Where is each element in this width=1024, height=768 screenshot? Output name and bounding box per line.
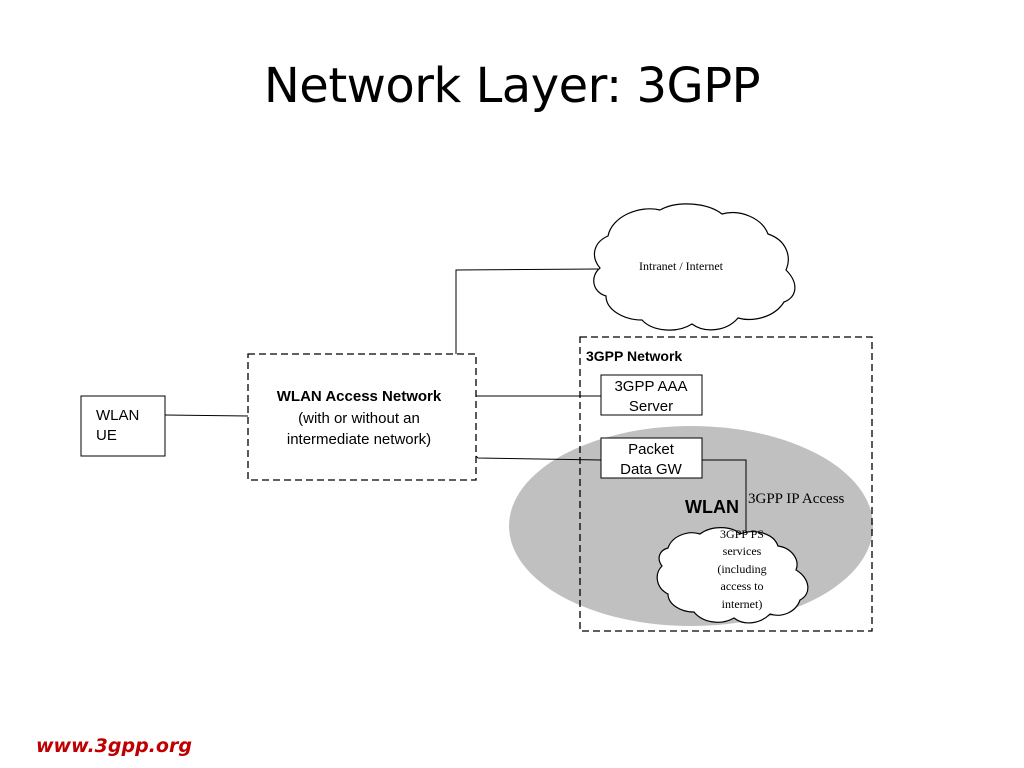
ps-services-line5: internet) [722, 597, 763, 611]
wlan-ue-label-line2: UE [96, 427, 117, 444]
packet-gateway-box [600, 437, 703, 479]
aaa-server-label-line2: Server [629, 398, 673, 415]
gpp-network-label: 3GPP Network [586, 348, 682, 364]
gpp-network-boundary [579, 336, 873, 632]
ps-services-line2: services [723, 544, 762, 558]
internet-cloud-label: Intranet / Internet [639, 259, 724, 273]
wlan-ue-label-line1: WLAN [96, 407, 139, 424]
packet-gateway-label-line1: Packet [628, 441, 675, 458]
slide-title: Network Layer: 3GPP [263, 58, 761, 114]
ue-to-access-link [164, 414, 249, 417]
wlan-access-network-line2: (with or without an [298, 410, 420, 427]
wlan-access-network-title: WLAN Access Network [277, 388, 442, 405]
ps-services-line4: access to [721, 579, 764, 593]
wlan-ue-box [80, 395, 166, 457]
ps-services-line1: 3GPP PS [720, 527, 764, 541]
wlan-region-label: WLAN [685, 497, 739, 517]
access-to-gateway-link [475, 455, 602, 461]
ip-access-label: 3GPP IP Access [748, 491, 845, 507]
wlan-access-network-line3: intermediate network) [287, 431, 431, 448]
wlan-access-network-box [247, 353, 477, 481]
footer-link[interactable]: www.3gpp.org [36, 735, 192, 757]
aaa-server-label-line1: 3GPP AAA [614, 378, 687, 395]
gateway-to-ps-services-link [702, 459, 747, 540]
access-to-internet-link [455, 268, 599, 354]
internet-cloud [593, 203, 796, 331]
aaa-server-box [600, 374, 703, 416]
packet-gateway-label-line2: Data GW [620, 461, 683, 478]
ps-services-cloud [656, 527, 809, 624]
ps-services-line3: (including [717, 562, 766, 576]
